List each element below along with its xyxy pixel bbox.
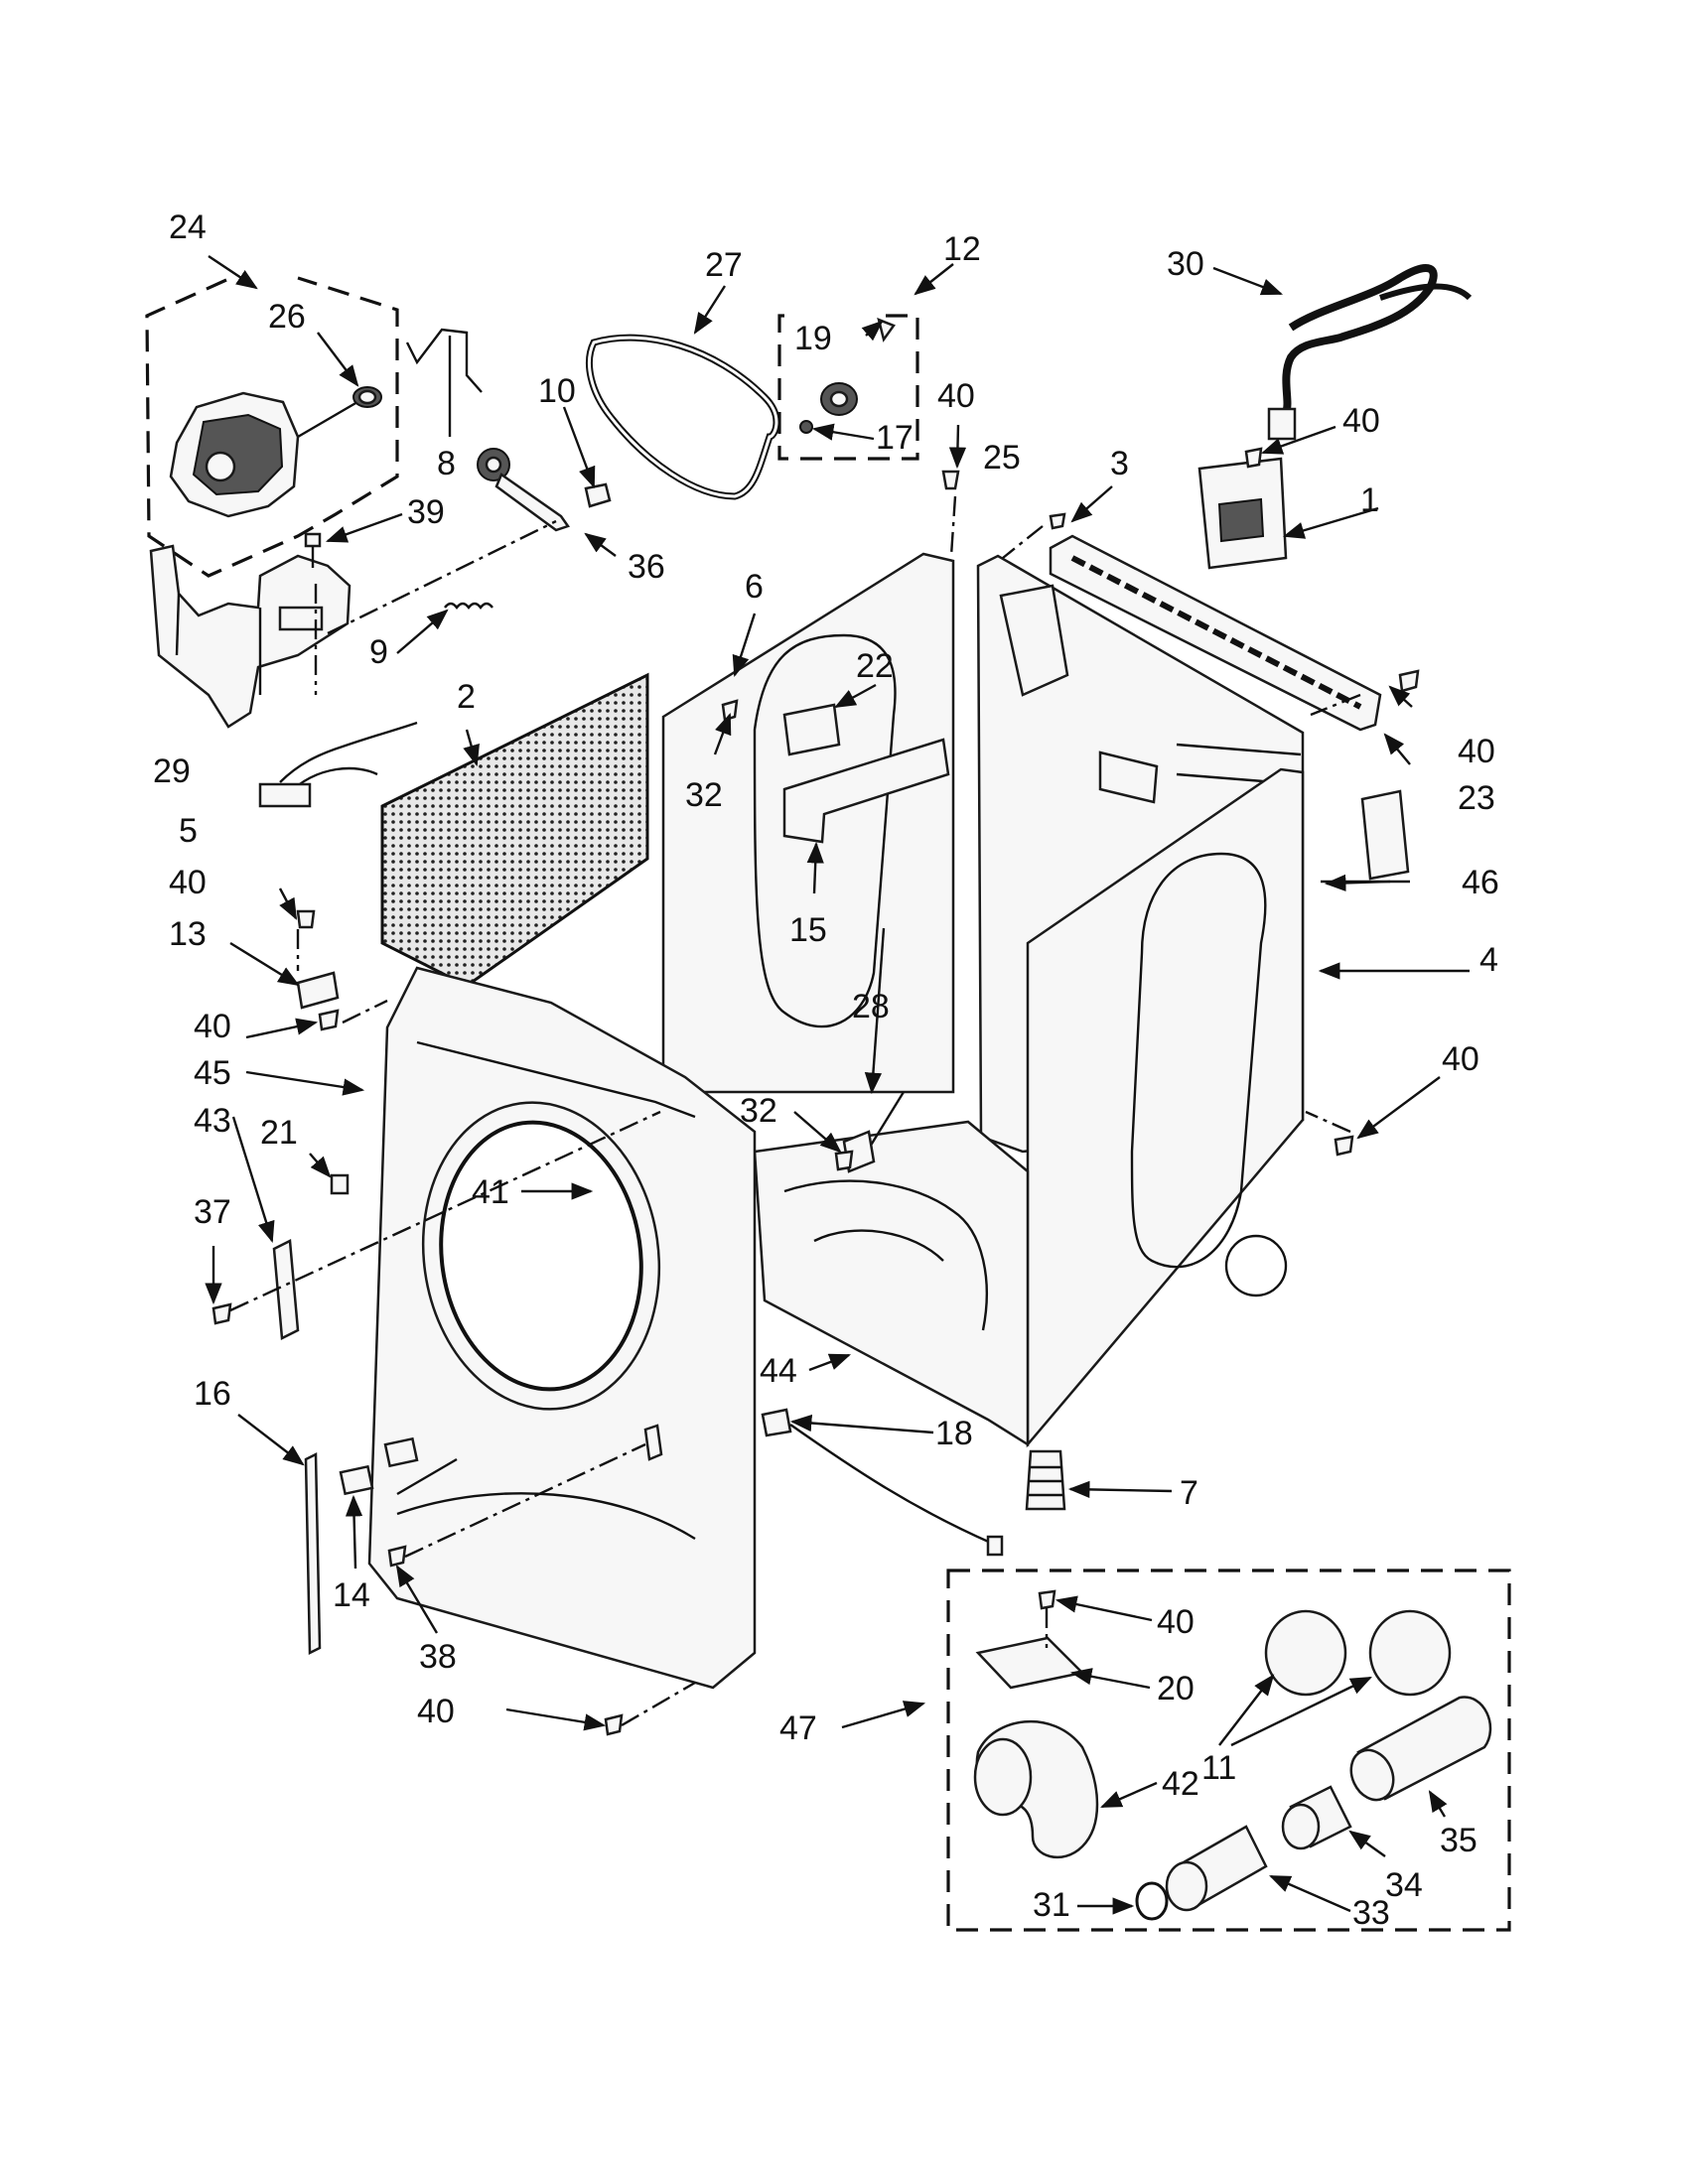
callout-44: 44 bbox=[760, 1352, 797, 1390]
motor-mount-bracket bbox=[149, 544, 352, 729]
vent-pipe-35 bbox=[1349, 1696, 1492, 1802]
callout-17: 17 bbox=[876, 419, 914, 457]
motor-pulley bbox=[352, 386, 382, 408]
callout-40-e: 40 bbox=[1442, 1040, 1479, 1078]
idler-spring bbox=[444, 602, 493, 610]
callout-3: 3 bbox=[1110, 445, 1129, 482]
callout-5: 5 bbox=[179, 812, 198, 850]
sensor-22 bbox=[782, 703, 841, 756]
callout-40-d: 40 bbox=[169, 864, 207, 901]
callout-43: 43 bbox=[194, 1102, 231, 1140]
label-14 bbox=[339, 1436, 419, 1496]
base-frame bbox=[753, 1120, 1030, 1447]
callout-14: 14 bbox=[333, 1576, 370, 1614]
callout-36: 36 bbox=[628, 548, 665, 586]
callout-13: 13 bbox=[169, 915, 207, 953]
callout-27: 27 bbox=[705, 246, 743, 284]
motor-screw-39 bbox=[304, 532, 322, 568]
callout-12: 12 bbox=[943, 230, 981, 268]
callout-31: 31 bbox=[1033, 1886, 1070, 1924]
callout-39: 39 bbox=[407, 493, 445, 531]
callout-26: 26 bbox=[268, 298, 306, 336]
callout-37: 37 bbox=[194, 1193, 231, 1231]
leveling-leg-7 bbox=[1025, 1449, 1066, 1511]
door-switch-21 bbox=[330, 1173, 350, 1195]
callout-2: 2 bbox=[457, 678, 476, 716]
idler-screw-10 bbox=[584, 482, 612, 508]
callout-labels: 24 26 27 12 30 19 17 40 40 10 8 39 36 25… bbox=[153, 208, 1499, 1932]
callout-29: 29 bbox=[153, 752, 191, 790]
pulley-group-box bbox=[777, 314, 919, 461]
callout-40-a: 40 bbox=[937, 377, 975, 415]
callout-18: 18 bbox=[935, 1415, 973, 1452]
callout-8: 8 bbox=[437, 445, 456, 482]
clamp-31 bbox=[1135, 1881, 1169, 1921]
callout-32-a: 32 bbox=[685, 776, 723, 814]
callout-1: 1 bbox=[1360, 481, 1379, 519]
callout-15: 15 bbox=[789, 911, 827, 949]
moisture-sensor-wire-18 bbox=[761, 1408, 1004, 1557]
callout-19: 19 bbox=[794, 320, 832, 357]
callout-28: 28 bbox=[852, 988, 890, 1025]
callout-40-c: 40 bbox=[1458, 733, 1495, 770]
callout-33: 33 bbox=[1352, 1894, 1390, 1932]
leader-lines bbox=[205, 255, 1470, 1915]
callout-32-b: 32 bbox=[740, 1092, 777, 1130]
callout-11: 11 bbox=[1201, 1749, 1236, 1787]
assembly-lines bbox=[229, 495, 1361, 1727]
idler-pulley bbox=[477, 448, 570, 532]
drive-belt bbox=[585, 334, 780, 500]
wiring-diagram-label bbox=[1360, 789, 1410, 881]
callout-45: 45 bbox=[194, 1054, 231, 1092]
callout-10: 10 bbox=[538, 372, 576, 410]
terminal-block-bracket bbox=[1197, 457, 1288, 570]
callout-7: 7 bbox=[1180, 1474, 1198, 1512]
callout-4: 4 bbox=[1479, 941, 1498, 979]
top-rear-panel bbox=[1049, 534, 1382, 732]
callout-21: 21 bbox=[260, 1114, 298, 1152]
motor-clamp bbox=[405, 328, 483, 393]
callout-40-g: 40 bbox=[417, 1693, 455, 1730]
elbow-42 bbox=[973, 1719, 1099, 1858]
callout-23: 23 bbox=[1458, 779, 1495, 817]
callout-16: 16 bbox=[194, 1375, 231, 1413]
door-strike-16 bbox=[304, 1451, 322, 1656]
callout-20: 20 bbox=[1157, 1670, 1195, 1707]
callout-22: 22 bbox=[856, 647, 894, 685]
vent-caps-11 bbox=[1264, 1609, 1452, 1697]
callout-35: 35 bbox=[1440, 1822, 1477, 1859]
lint-filter-mesh bbox=[380, 672, 649, 988]
vent-cover-20 bbox=[975, 1636, 1085, 1690]
callout-40-b: 40 bbox=[1342, 402, 1380, 440]
front-bracket-43 bbox=[272, 1239, 300, 1340]
callout-40-h: 40 bbox=[1157, 1603, 1195, 1641]
callout-41: 41 bbox=[472, 1173, 509, 1211]
callout-6: 6 bbox=[745, 568, 764, 606]
callout-34: 34 bbox=[1385, 1866, 1423, 1904]
motor-assembly-group-box bbox=[145, 276, 399, 578]
callout-38: 38 bbox=[419, 1638, 457, 1676]
terminal-block-13 bbox=[296, 971, 340, 1010]
callout-24: 24 bbox=[169, 208, 207, 246]
vent-kit-group-box bbox=[946, 1569, 1511, 1932]
callout-46: 46 bbox=[1462, 864, 1499, 901]
callout-30: 30 bbox=[1167, 245, 1204, 283]
callout-47: 47 bbox=[779, 1709, 817, 1747]
drive-motor bbox=[169, 391, 370, 518]
blower-bracket-15 bbox=[782, 738, 950, 844]
callout-40-f: 40 bbox=[194, 1008, 231, 1045]
pipe-33 bbox=[1165, 1825, 1268, 1912]
callout-42: 42 bbox=[1162, 1765, 1199, 1803]
coupler-34 bbox=[1281, 1785, 1352, 1850]
front-panel bbox=[367, 966, 757, 1690]
callout-9: 9 bbox=[369, 633, 388, 671]
wire-harness-5 bbox=[258, 721, 418, 808]
callout-25: 25 bbox=[983, 439, 1021, 477]
